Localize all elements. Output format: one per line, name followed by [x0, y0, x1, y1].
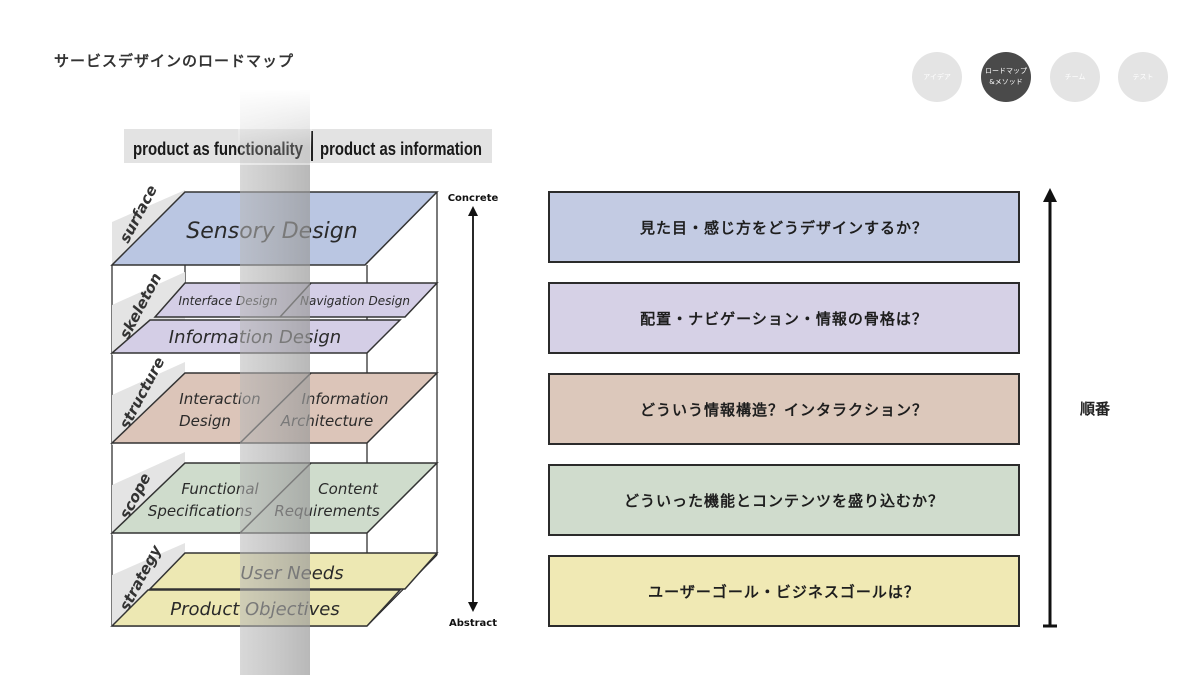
- question-structure: どういう情報構造？インタラクション？: [548, 373, 1020, 445]
- axis-arrow-up: [468, 206, 478, 216]
- plane-navigation-design: Navigation Design: [300, 294, 410, 308]
- order-label: 順番: [1080, 400, 1111, 418]
- nav-roadmap-method[interactable]: ロードマップ &メソッド: [981, 52, 1031, 102]
- axis-arrow-down: [468, 602, 478, 612]
- plane-content: Content: [318, 480, 379, 498]
- question-strategy: ユーザーゴール・ビジネスゴールは？: [548, 555, 1020, 627]
- axis-concrete-label: Concrete: [448, 193, 499, 204]
- elements-of-ux-diagram: product as functionality product as info…: [109, 88, 499, 675]
- question-scope: どういった機能とコンテンツを盛り込むか？: [548, 464, 1020, 536]
- question-surface: 見た目・感じ方をどうデザインするか？: [548, 191, 1020, 263]
- nav-team[interactable]: チーム: [1050, 52, 1100, 102]
- nav-test[interactable]: テスト: [1118, 52, 1168, 102]
- axis-abstract-label: Abstract: [449, 618, 497, 629]
- plane-functional-specifications: Specifications: [148, 502, 253, 520]
- divider-column: [240, 165, 310, 675]
- plane-interaction-design: Design: [179, 412, 231, 430]
- page-title: サービスデザインのロードマップ: [54, 52, 295, 70]
- order-arrow: [1043, 188, 1057, 628]
- question-skeleton: 配置・ナビゲーション・情報の骨格は？: [548, 282, 1020, 354]
- nav-idea[interactable]: アイデア: [912, 52, 962, 102]
- plane-functional: Functional: [181, 480, 259, 498]
- plane-information: Information: [301, 390, 388, 408]
- section-nav: アイデア ロードマップ &メソッド チーム テスト: [0, 52, 1200, 104]
- header-information: product as information: [320, 139, 482, 159]
